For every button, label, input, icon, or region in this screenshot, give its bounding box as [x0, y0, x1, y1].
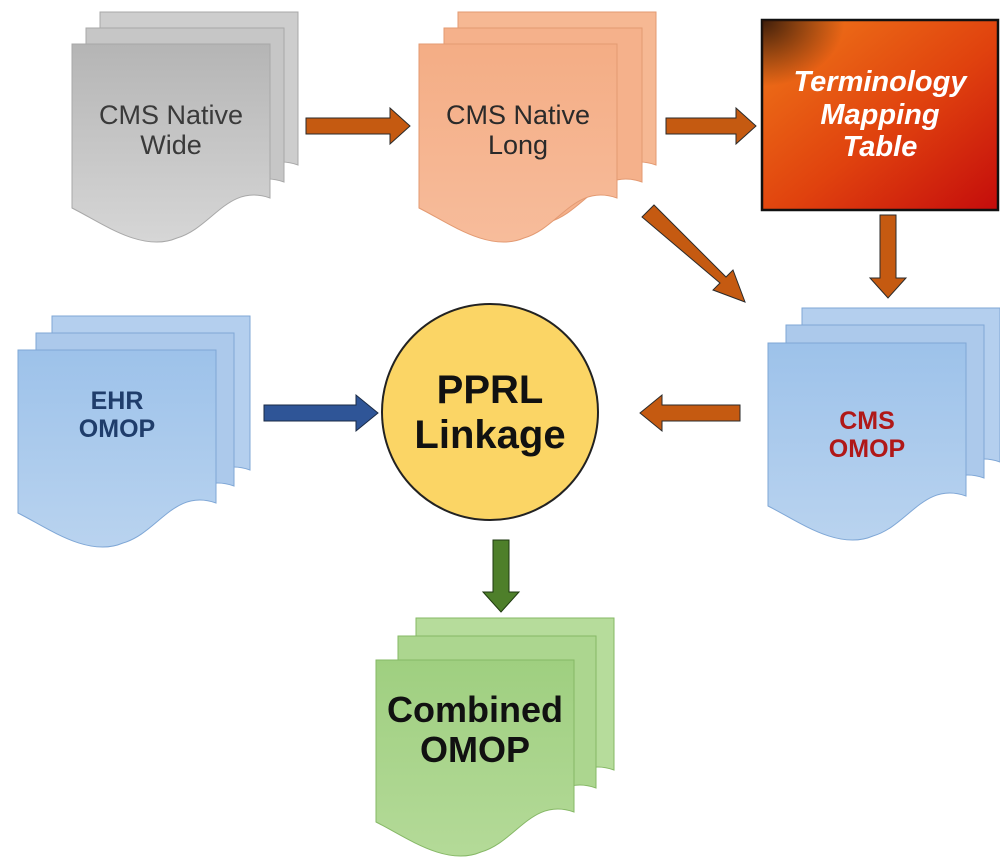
cms-omop-label: CMS OMOP	[768, 390, 966, 480]
combined-omop-line2: OMOP	[419, 729, 530, 770]
terminology-line2: Mapping	[820, 98, 940, 131]
cms-native-wide-line1: CMS Native	[98, 99, 244, 130]
cms-omop-line1: CMS	[839, 407, 895, 435]
pprl-linkage-node	[381, 303, 599, 521]
terminology-line1: Terminology	[793, 66, 967, 99]
cms-native-long-line1: CMS Native	[445, 99, 591, 130]
arrow-wide-to-long	[305, 106, 411, 146]
cms-omop-line2: OMOP	[828, 435, 906, 463]
cms-native-long-node	[418, 11, 657, 243]
arrow-ehr-to-pprl	[263, 393, 379, 433]
ehr-omop-label: EHR OMOP	[18, 370, 216, 460]
arrow-pprl-to-combined	[481, 539, 521, 613]
combined-omop-label: Combined OMOP	[366, 680, 584, 780]
terminology-mapping-table-node	[760, 18, 1000, 212]
cms-native-long-label: CMS Native Long	[419, 80, 617, 180]
pprl-linkage-label: PPRL Linkage	[382, 358, 598, 468]
terminology-mapping-table-label: Terminology Mapping Table	[762, 50, 998, 180]
ehr-omop-node	[17, 315, 251, 548]
arrow-long-to-cms-omop	[641, 204, 746, 303]
combined-omop-line1: Combined	[387, 688, 563, 730]
cms-native-wide-node	[71, 11, 299, 243]
arrow-cms-omop-to-pprl	[639, 393, 741, 433]
cms-native-long-line2: Long	[487, 130, 549, 160]
pprl-linkage-line2: Linkage	[414, 413, 566, 457]
cms-omop-node	[767, 307, 1000, 541]
combined-omop-node	[375, 617, 615, 857]
arrow-terminology-to-cms-omop	[868, 214, 908, 299]
ehr-omop-line1: EHR	[90, 387, 144, 415]
arrow-long-to-terminology	[665, 106, 757, 146]
cms-native-wide-line2: Wide	[140, 130, 202, 160]
cms-native-wide-label: CMS Native Wide	[72, 80, 270, 180]
pprl-linkage-line1: PPRL	[436, 368, 544, 413]
ehr-omop-line2: OMOP	[78, 415, 156, 443]
terminology-line3: Table	[842, 131, 918, 164]
